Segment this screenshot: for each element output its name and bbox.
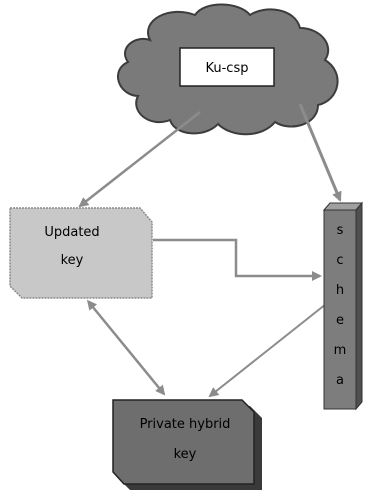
schema-letter-4: e	[336, 313, 344, 328]
schema-letter-3: h	[336, 283, 344, 298]
cloud-label-box	[179, 47, 275, 87]
schema-letter-2: c	[336, 253, 343, 268]
schema-letter-6: a	[336, 373, 344, 388]
private-hybrid-key-label-line2: key	[174, 447, 197, 462]
cloud-node: Ku-csp	[117, 3, 339, 136]
private-hybrid-key-label-line1: Private hybrid	[140, 417, 231, 432]
schema-letter-1: s	[337, 223, 344, 238]
arrow-schema-to-private-key	[208, 303, 327, 398]
schema-side-face	[355, 201, 363, 411]
schema-front-face	[323, 209, 357, 410]
schema-letter-5: m	[334, 343, 347, 358]
schema-node: s c h e m a	[322, 201, 364, 411]
updated-key-label-line1: Updated	[44, 225, 99, 240]
cloud-label: Ku-csp	[206, 61, 249, 76]
private-hybrid-key-shape	[112, 399, 255, 485]
private-hybrid-key-node: Private hybrid key	[112, 399, 262, 490]
arrow-updated-key-private-key-bidirectional	[86, 299, 166, 396]
updated-key-shape	[9, 207, 153, 299]
updated-key-label-line2: key	[61, 253, 84, 268]
arrow-updated-key-to-schema	[153, 238, 322, 281]
arrow-cloud-to-schema	[298, 103, 342, 202]
updated-key-node: Updated key	[9, 207, 153, 299]
arrow-cloud-to-updated-key	[78, 111, 201, 208]
